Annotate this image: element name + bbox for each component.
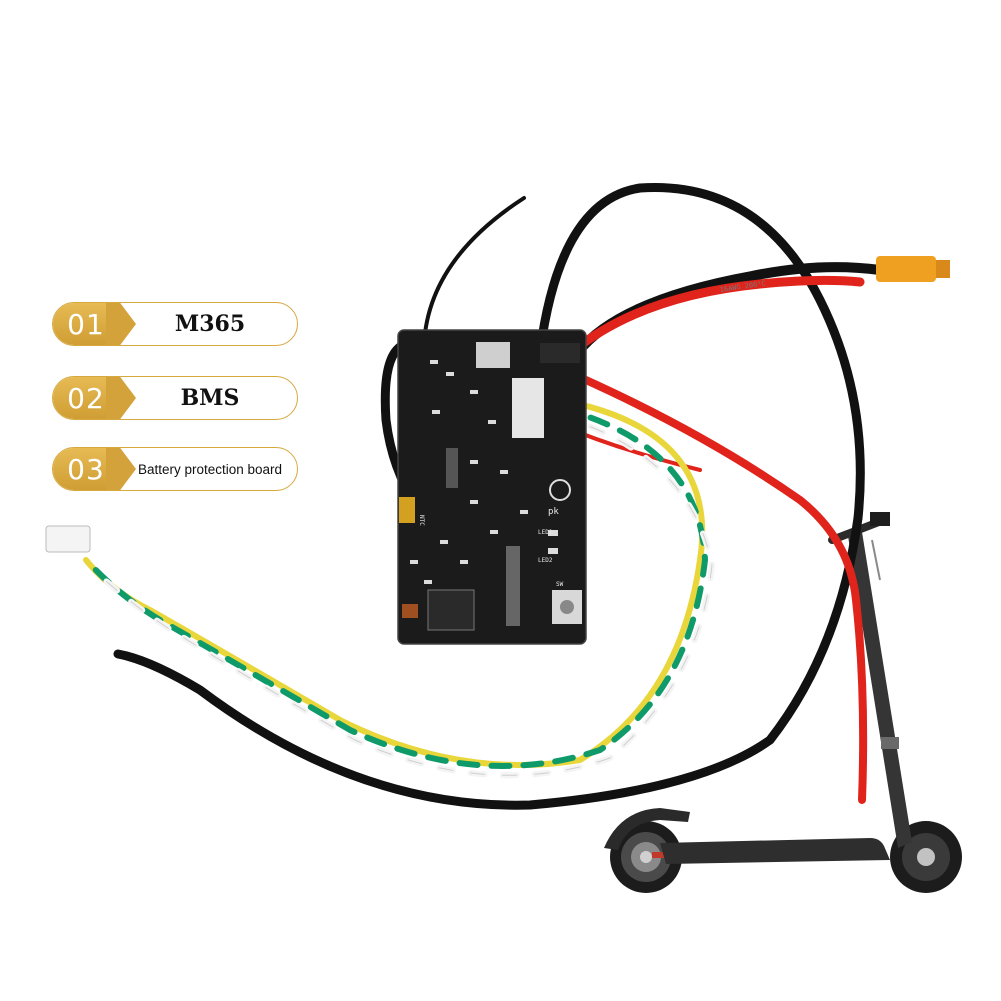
label-text: BMS: [180, 385, 240, 411]
led1-marking: LED1: [538, 529, 553, 536]
rear-wheel: [604, 808, 690, 893]
bms-circuit-board: NTC pk LED1 LED2 SW: [397, 329, 587, 645]
led2-marking: LED2: [538, 557, 553, 564]
scooter-headlight: [881, 737, 899, 749]
label-number: 01: [53, 303, 120, 345]
label-number: 02: [53, 377, 120, 419]
scooter-illustration: [604, 512, 962, 893]
label-text: Battery protection board: [137, 461, 283, 477]
xt30-connector: [876, 256, 950, 282]
label-text: M365: [174, 311, 246, 337]
label-row-02: 02 BMS: [52, 376, 298, 420]
twisted-signal-wires: [83, 397, 716, 779]
label-number: 03: [53, 448, 120, 490]
smd-components: [410, 360, 558, 584]
label-row-03: 03 Battery protection board: [52, 447, 298, 491]
jst-connector: [45, 525, 91, 553]
button-marking: SW: [556, 581, 564, 588]
board-logo-text: pk: [548, 507, 559, 517]
scooter-stem: [848, 532, 912, 848]
red-wires: [558, 275, 868, 804]
scooter-deck: [660, 838, 890, 864]
label-row-01: 01 M365: [52, 302, 298, 346]
ntc-marking: NTC: [418, 515, 425, 526]
